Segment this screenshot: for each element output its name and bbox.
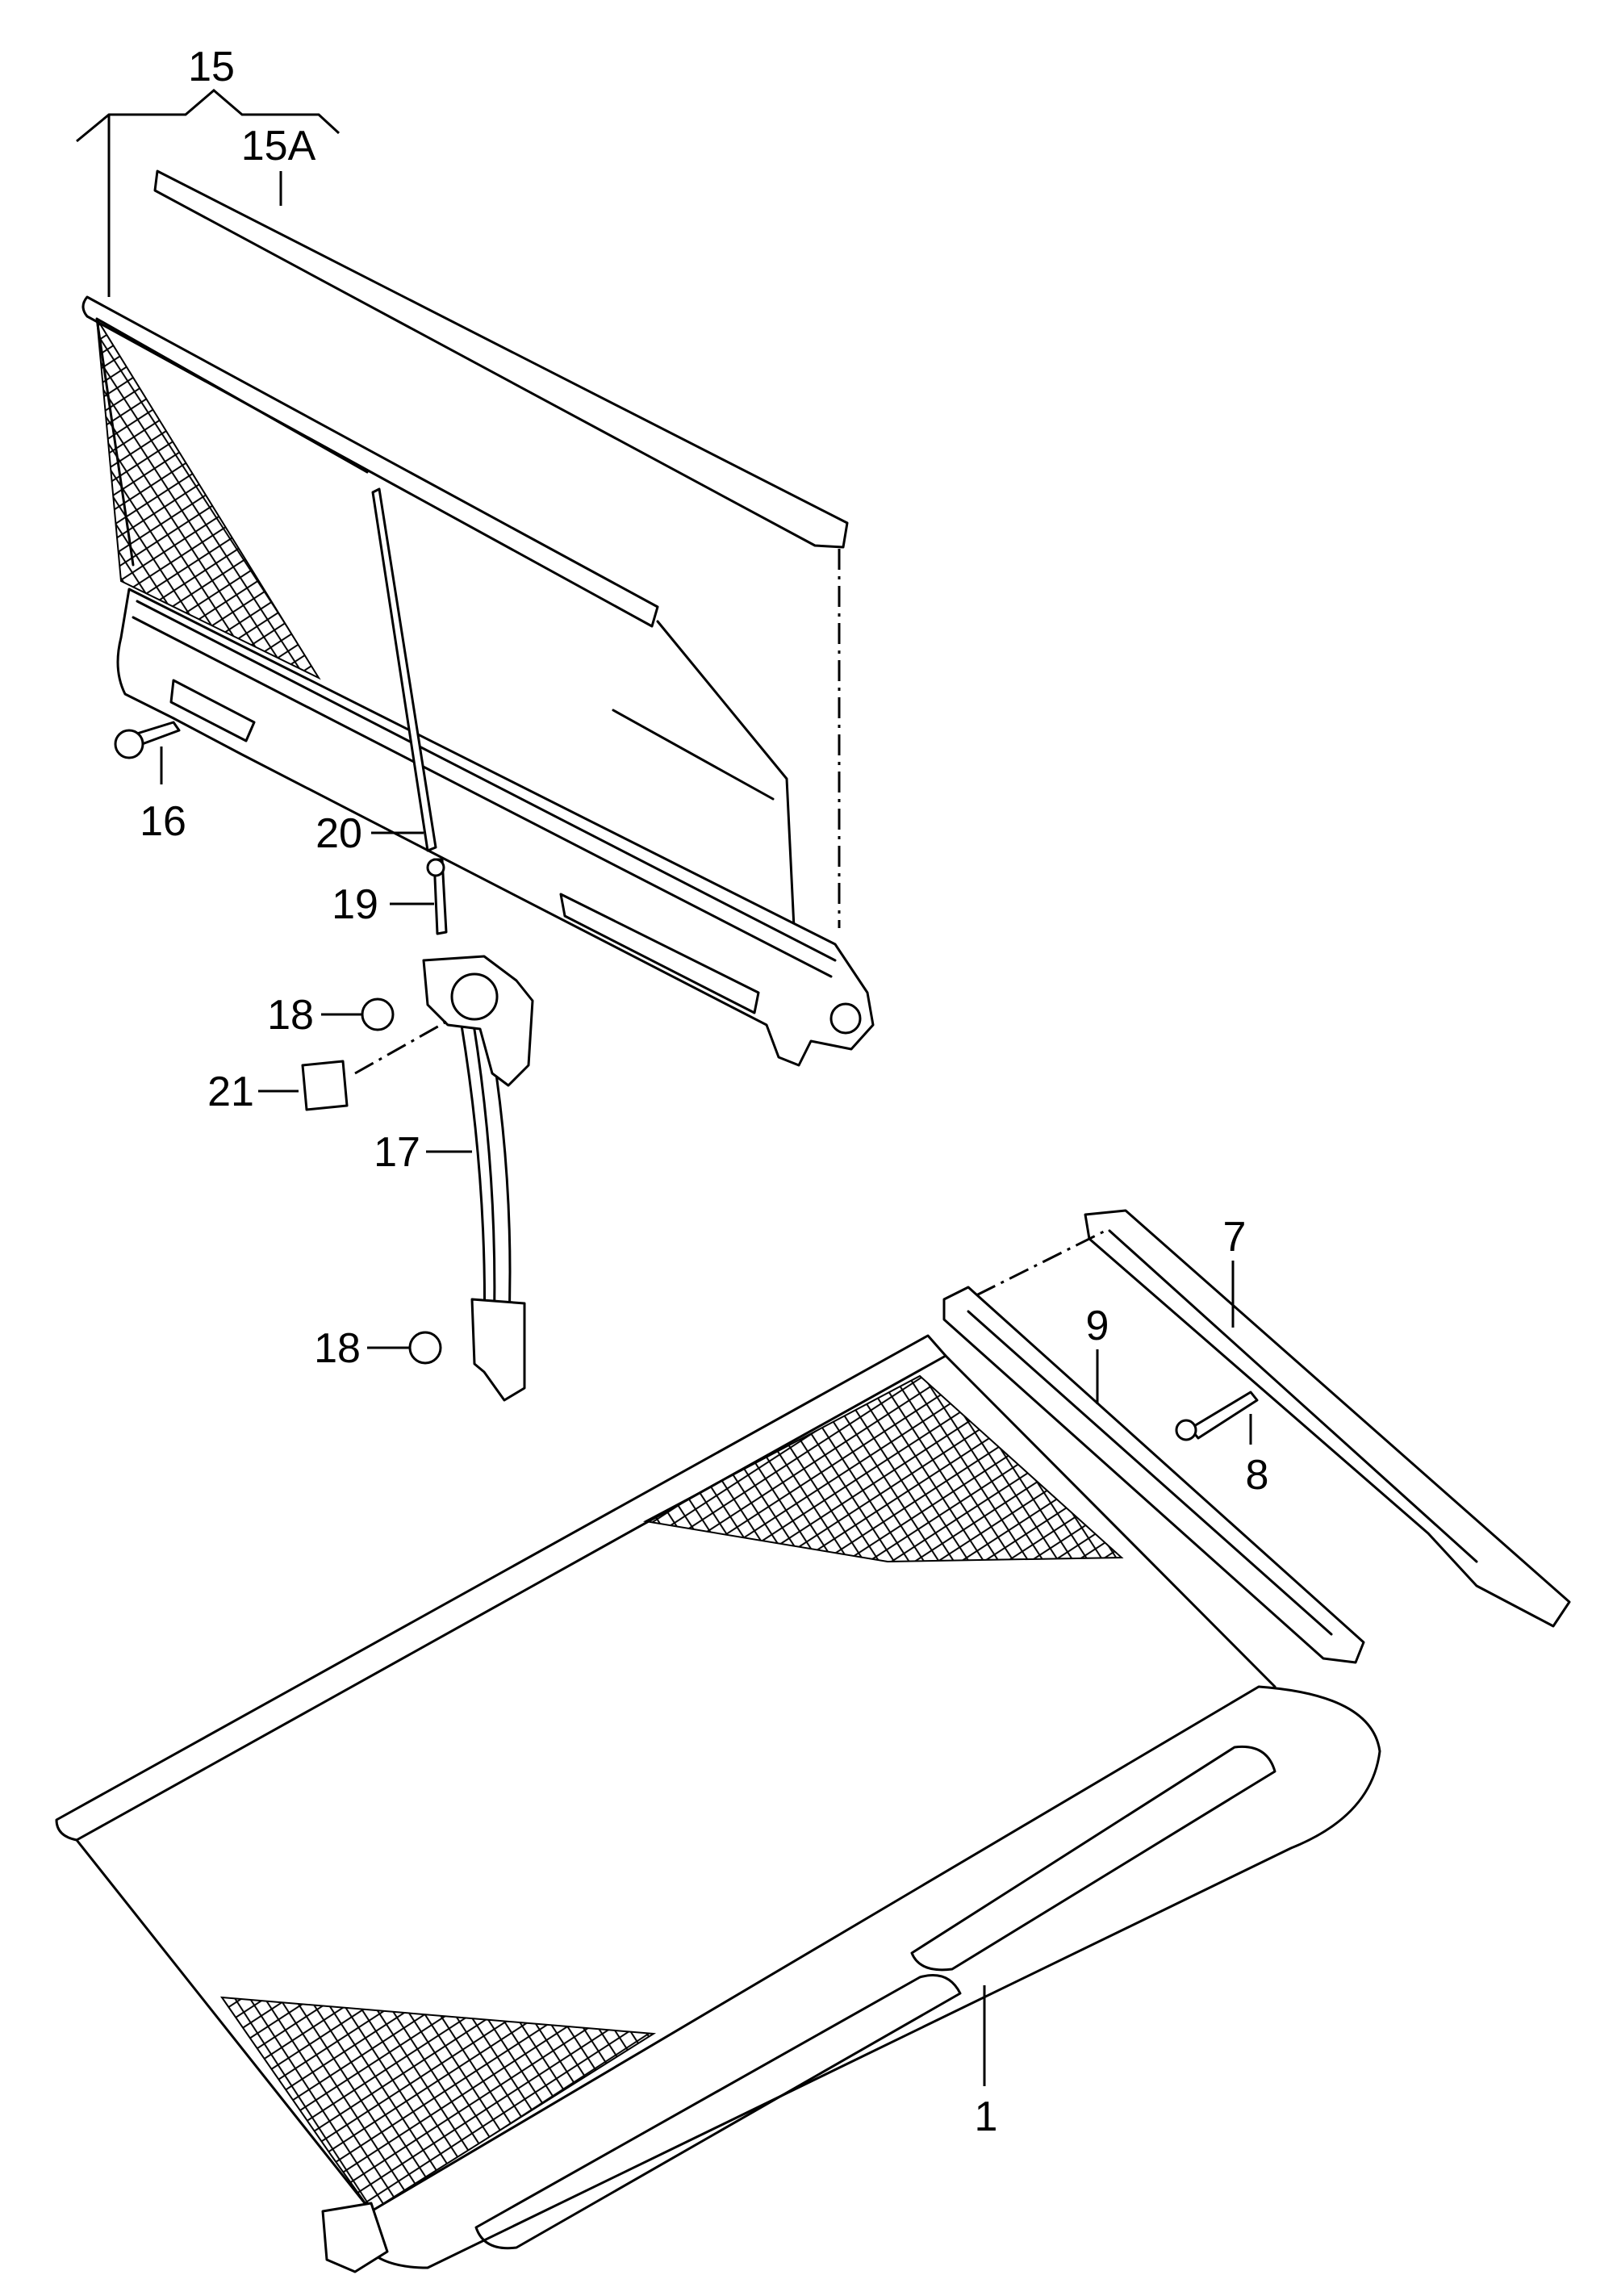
luggage-cover-assembly — [55, 1334, 1381, 2273]
partition-net-cassette-line-2 — [136, 600, 837, 962]
partition-net-tab — [169, 679, 256, 742]
callout-8: 8 — [1246, 1452, 1269, 1499]
screw-8 — [1175, 1391, 1259, 1441]
trim-rail-7 — [1084, 1209, 1571, 1628]
callout-21: 21 — [207, 1069, 254, 1115]
pad-21 — [301, 1060, 349, 1111]
partition-net-bracket — [559, 893, 760, 1014]
partition-net-cassette-line — [132, 616, 833, 978]
callout-1: 1 — [975, 2093, 998, 2140]
bushing-head — [426, 858, 445, 877]
luggage-cover-tray — [361, 1685, 1381, 2269]
callout-15: 15 — [188, 44, 235, 90]
partition-net-mesh-left — [96, 318, 321, 680]
trim-rail-9 — [942, 1286, 1365, 1664]
partition-net-upper-rod — [81, 295, 659, 628]
partition-net-end-cap — [829, 1002, 862, 1035]
luggage-cover-tray-window-left — [474, 1974, 962, 2250]
luggage-cover-net-edge — [75, 1354, 1276, 2213]
drive-motor-assembly — [422, 858, 534, 1402]
callout-16: 16 — [140, 798, 186, 845]
partition-net-outline — [95, 317, 796, 946]
partition-net-cassette — [116, 588, 875, 1067]
drive-arm-foot — [470, 1298, 526, 1402]
nut-18-upper — [361, 997, 395, 1031]
callout-18-upper: 18 — [267, 992, 314, 1039]
callout-labels: 15 15A 16 20 19 18 21 17 18 9 7 8 1 — [140, 44, 1268, 2140]
drive-motor-gear — [450, 972, 499, 1021]
luggage-cover-tray-window-right — [910, 1745, 1276, 1972]
partition-net-slot — [612, 709, 775, 801]
bolt-16 — [114, 721, 181, 759]
callout-7: 7 — [1223, 1214, 1247, 1261]
callout-9: 9 — [1086, 1303, 1109, 1349]
callout-leaders — [76, 89, 1252, 2086]
nut-18-lower — [408, 1331, 442, 1365]
callout-17: 17 — [374, 1129, 420, 1176]
callout-15a: 15A — [241, 123, 316, 169]
stay-rod — [371, 487, 437, 852]
partition-net-assembly — [81, 169, 875, 1067]
luggage-cover-end-left — [321, 2202, 389, 2273]
callout-18-lower: 18 — [314, 1325, 361, 1372]
callout-20: 20 — [315, 810, 362, 857]
partition-net-top-rail — [153, 169, 849, 549]
drive-motor — [422, 955, 534, 1087]
luggage-cover-rod — [55, 1334, 947, 1842]
alignment-line-21 — [354, 1019, 449, 1075]
drive-arm-inner — [469, 1003, 496, 1337]
alignment-line-7-9 — [976, 1229, 1106, 1297]
callout-19: 19 — [332, 881, 378, 928]
luggage-cover-mesh-top — [642, 1374, 1124, 1563]
